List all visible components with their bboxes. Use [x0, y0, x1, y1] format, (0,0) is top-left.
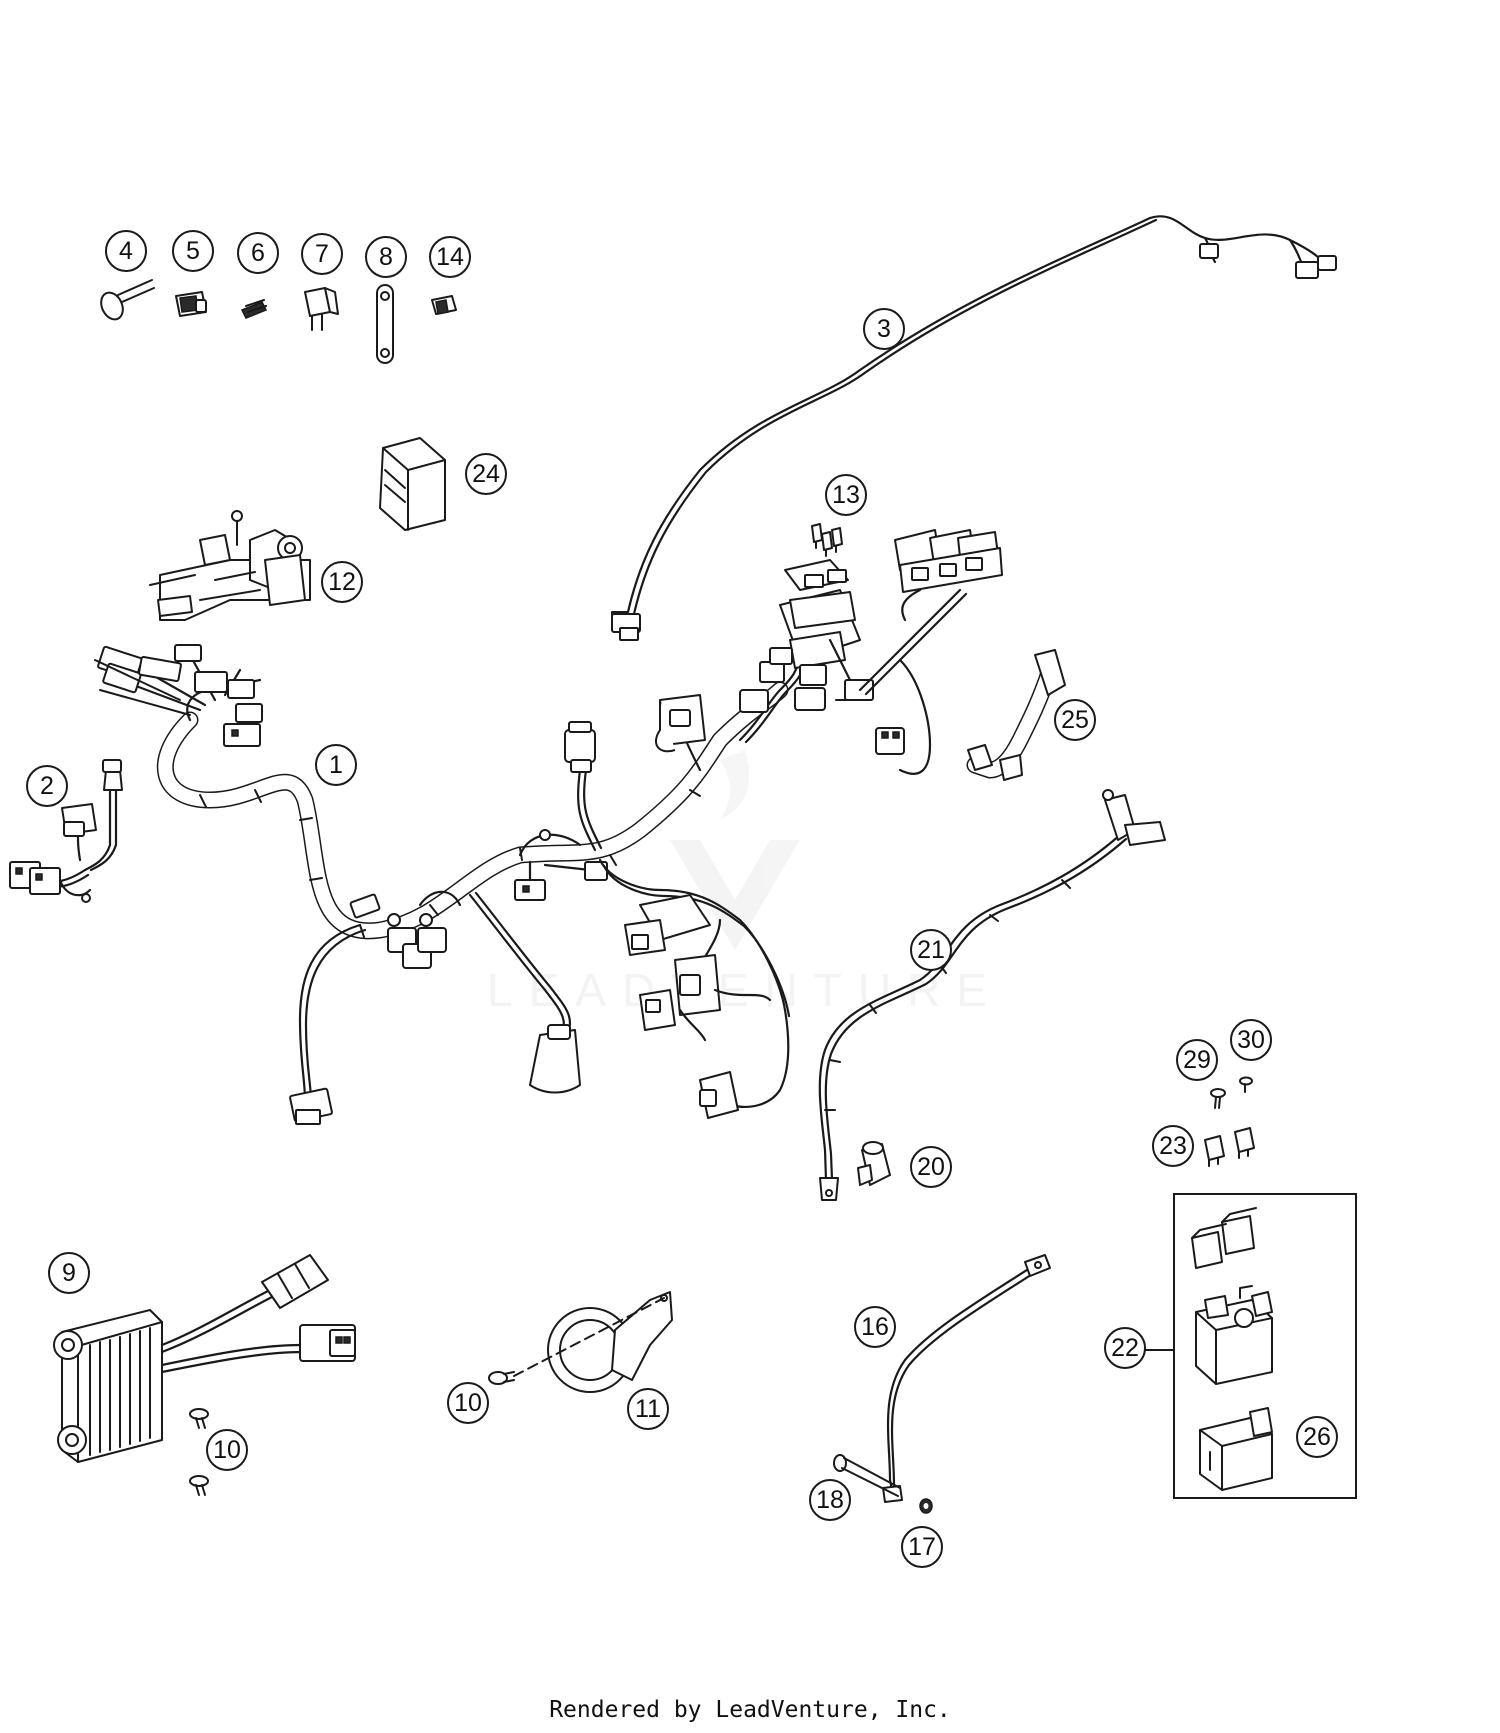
part-25-boot-cable — [966, 649, 1066, 781]
callout-26-label: 26 — [1303, 1423, 1331, 1451]
part-20-cap — [857, 1141, 891, 1186]
part-3-cable — [611, 215, 1337, 641]
part-12-bracket — [149, 510, 311, 621]
callout-29: 29 — [1176, 1039, 1218, 1081]
part-29-screw — [1210, 1088, 1226, 1109]
callout-14-label: 14 — [436, 243, 464, 271]
callout-3-label: 3 — [877, 315, 891, 343]
callout-18-label: 18 — [816, 1486, 844, 1514]
part-6-bulb — [240, 299, 268, 319]
callout-8: 8 — [365, 236, 407, 278]
callout-5: 5 — [172, 230, 214, 272]
part-9-regulator — [53, 1254, 356, 1463]
part-13-fuses — [811, 523, 843, 557]
callout-18: 18 — [809, 1479, 851, 1521]
part-1-main-harness — [94, 529, 1003, 1125]
part-18-bolt — [833, 1454, 901, 1497]
callout-17: 17 — [901, 1526, 943, 1568]
part-10-bolts — [189, 1371, 515, 1496]
part-4-cable-tie — [100, 279, 155, 321]
callout-12: 12 — [321, 561, 363, 603]
callout-10-left-label: 10 — [213, 1436, 241, 1464]
part-2-sub-harness — [9, 759, 123, 903]
part-21-cable — [818, 789, 1166, 1201]
callout-22-label: 22 — [1111, 1334, 1139, 1362]
part-17-washer — [919, 1498, 933, 1514]
part-5-clip — [175, 291, 207, 317]
callout-30-label: 30 — [1237, 1026, 1265, 1054]
callout-13-label: 13 — [832, 481, 860, 509]
part-30-screw — [1239, 1076, 1253, 1093]
callout-23: 23 — [1152, 1125, 1194, 1167]
callout-4-label: 4 — [119, 237, 133, 265]
callout-25-label: 25 — [1061, 706, 1089, 734]
callout-9: 9 — [48, 1252, 90, 1294]
callout-30: 30 — [1230, 1019, 1272, 1061]
callout-2: 2 — [26, 765, 68, 807]
callout-22: 22 — [1104, 1327, 1146, 1369]
callout-2-label: 2 — [40, 772, 54, 800]
part-22-relay-kit-box — [1144, 1193, 1357, 1499]
callout-29-label: 29 — [1183, 1046, 1211, 1074]
callout-6-label: 6 — [251, 239, 265, 267]
watermark-logo: LEADVENTURE — [487, 750, 1003, 1016]
callout-8-label: 8 — [379, 243, 393, 271]
callout-6: 6 — [237, 232, 279, 274]
callout-7: 7 — [301, 233, 343, 275]
callout-20-label: 20 — [917, 1153, 945, 1181]
watermark-text: LEADVENTURE — [487, 964, 1003, 1016]
callout-3: 3 — [863, 308, 905, 350]
callout-9-label: 9 — [62, 1259, 76, 1287]
callout-16-label: 16 — [861, 1313, 889, 1341]
callout-26: 26 — [1296, 1416, 1338, 1458]
callout-13: 13 — [825, 474, 867, 516]
callout-11-label: 11 — [635, 1395, 661, 1423]
callout-12-label: 12 — [328, 568, 356, 596]
callout-10-center-label: 10 — [454, 1389, 482, 1417]
callout-17-label: 17 — [908, 1533, 936, 1561]
callout-10-center: 10 — [447, 1382, 489, 1424]
callout-10-left: 10 — [206, 1429, 248, 1471]
part-24-connector-cover — [379, 437, 446, 531]
callout-24: 24 — [465, 453, 507, 495]
callout-1-label: 1 — [329, 751, 343, 779]
callout-21-label: 21 — [917, 936, 945, 964]
callout-16: 16 — [854, 1306, 896, 1348]
callout-21: 21 — [910, 929, 952, 971]
callout-7-label: 7 — [315, 240, 329, 268]
callout-23-label: 23 — [1159, 1132, 1187, 1160]
part-23-fuses — [1204, 1127, 1255, 1167]
part-16-ground-cable — [882, 1254, 1051, 1503]
callout-20: 20 — [910, 1146, 952, 1188]
part-8-strap — [376, 284, 394, 364]
callout-1: 1 — [315, 744, 357, 786]
part-11-horn — [513, 1291, 673, 1393]
callout-25: 25 — [1054, 699, 1096, 741]
part-7-relay — [304, 287, 339, 331]
callout-11: 11 — [627, 1388, 669, 1430]
callout-14: 14 — [429, 236, 471, 278]
part-14-fuse-holder — [431, 295, 457, 315]
callout-24-label: 24 — [472, 460, 500, 488]
render-credit: Rendered by LeadVenture, Inc. — [549, 1697, 951, 1723]
callout-4: 4 — [105, 230, 147, 272]
callout-5-label: 5 — [186, 237, 200, 265]
